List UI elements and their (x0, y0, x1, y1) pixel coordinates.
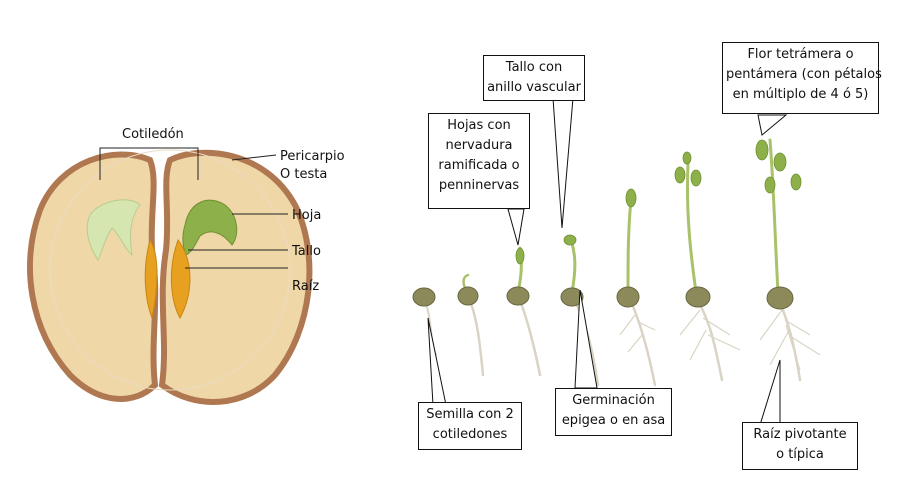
callout-germinacion: Germinación epigea o en asa (555, 388, 672, 436)
left-embryo-leaf (86, 199, 141, 261)
label-testa: O testa (280, 167, 327, 182)
callout-hojas: Hojas con nervadura ramificada o pennine… (428, 113, 530, 209)
watermark-ring (49, 149, 291, 391)
label-pericarpio: Pericarpio (280, 149, 345, 164)
label-cotiledon: Cotiledón (122, 127, 184, 142)
germination-sequence (412, 138, 821, 387)
callout-semilla: Semilla con 2 cotiledones (418, 402, 522, 450)
callout-tallo: Tallo con anillo vascular (483, 55, 585, 101)
label-raiz: Raíz (292, 279, 319, 294)
callout-raiz: Raíz pivotante o típica (742, 422, 858, 470)
left-radicle (144, 238, 158, 320)
callout-flor: Flor tetrámera o pentámera (con pétalos … (722, 42, 882, 114)
seed-leader-lines (99, 147, 288, 269)
label-hoja: Hoja (292, 208, 321, 223)
right-radicle (171, 238, 191, 320)
seed-cross-section (27, 149, 313, 405)
label-tallo: Tallo (291, 244, 321, 259)
